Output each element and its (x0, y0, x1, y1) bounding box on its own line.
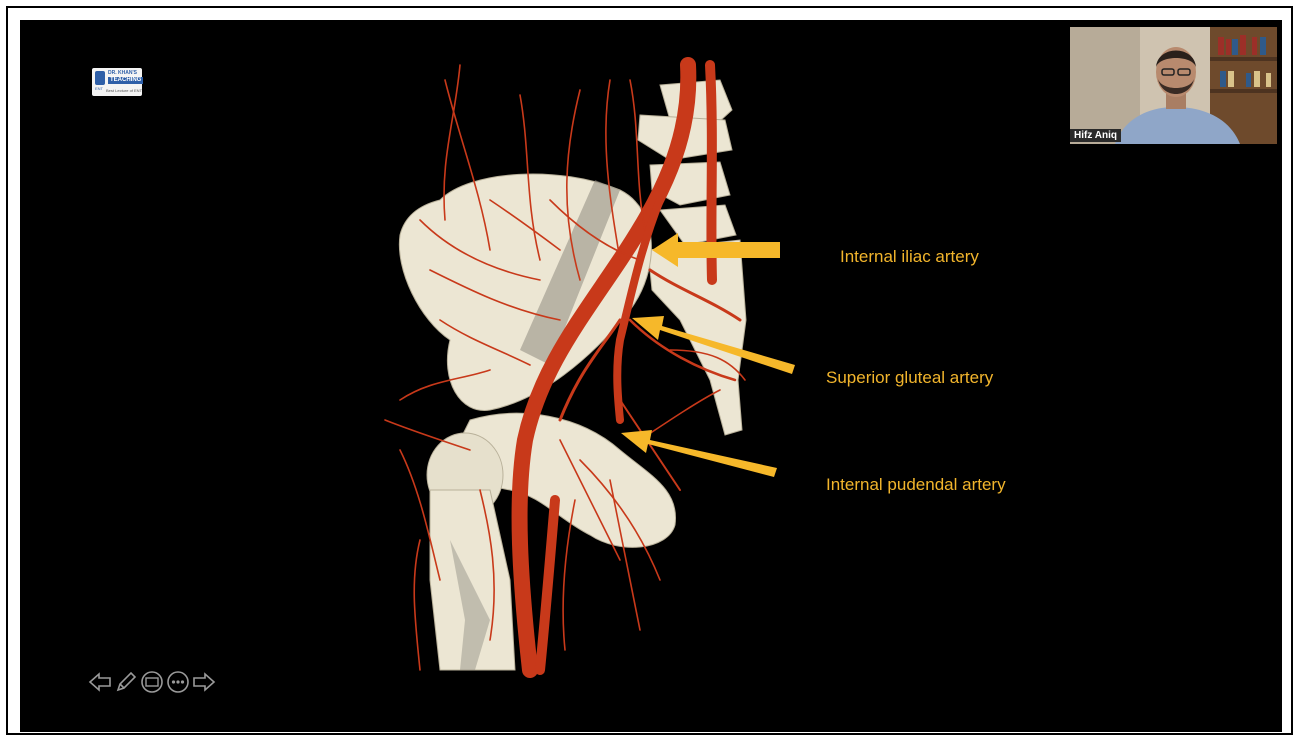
participant-video-feed (1070, 27, 1277, 144)
slideshow-controls (88, 670, 216, 694)
label-internal-pudendal-artery: Internal pudendal artery (826, 475, 1006, 495)
slide-canvas: DR. KHAN'S TEACHING ENT Best Lecture of … (20, 20, 1282, 732)
pen-icon[interactable] (114, 670, 138, 694)
label-internal-iliac-artery: Internal iliac artery (840, 247, 979, 267)
label-superior-gluteal-artery: Superior gluteal artery (826, 368, 993, 388)
participant-name: Hifz Aniq (1070, 129, 1121, 142)
subtitles-icon[interactable] (140, 670, 164, 694)
next-icon[interactable] (192, 670, 216, 694)
participant-video-tile[interactable]: Hifz Aniq (1070, 27, 1277, 144)
more-icon[interactable] (166, 670, 190, 694)
previous-icon[interactable] (88, 670, 112, 694)
